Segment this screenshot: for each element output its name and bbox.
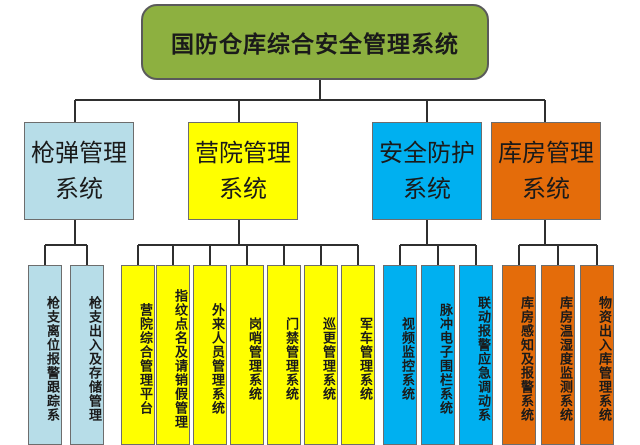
leaf-node: 库房感知及报警系统 bbox=[502, 265, 536, 445]
leaf-label: 军车管理系统 bbox=[357, 317, 372, 401]
leaf-node: 联动报警应急调动系 bbox=[459, 265, 493, 445]
group-node-warehouse: 库房管理系统 bbox=[491, 122, 601, 220]
leaf-label: 门禁管理系统 bbox=[283, 317, 298, 401]
group-label: 营院管理系统 bbox=[195, 139, 291, 203]
leaf-label: 枪支出入及存储管理 bbox=[86, 296, 101, 422]
leaf-label: 库房温湿度监测系统 bbox=[557, 296, 572, 422]
leaf-node: 营院综合管理平台 bbox=[121, 265, 155, 445]
leaf-node: 岗哨管理系统 bbox=[230, 265, 264, 445]
leaf-node: 库房温湿度监测系统 bbox=[541, 265, 575, 445]
leaf-label: 巡更管理系统 bbox=[320, 317, 335, 401]
leaf-label: 外来人员管理系统 bbox=[209, 303, 224, 415]
group-label: 枪弹管理系统 bbox=[31, 139, 127, 203]
leaf-node: 军车管理系统 bbox=[341, 265, 375, 445]
org-chart: 国防仓库综合安全管理系统 枪弹管理系统 枪支离位报警跟踪系 枪支出入及存储管理 … bbox=[24, 4, 614, 445]
leaf-node: 外来人员管理系统 bbox=[193, 265, 227, 445]
leaf-node: 物资出入库管理系统 bbox=[580, 265, 614, 445]
leaf-node: 枪支出入及存储管理 bbox=[70, 265, 104, 445]
leaf-label: 库房感知及报警系统 bbox=[518, 296, 533, 422]
leaf-label: 营院综合管理平台 bbox=[137, 303, 152, 415]
leaf-label: 脉冲电子围栏系统 bbox=[437, 303, 452, 415]
connector-lines bbox=[44, 80, 598, 265]
group-node-barracks: 营院管理系统 bbox=[188, 122, 298, 220]
leaf-label: 枪支离位报警跟踪系 bbox=[44, 296, 59, 422]
leaf-label: 物资出入库管理系统 bbox=[596, 296, 611, 422]
group-node-firearms: 枪弹管理系统 bbox=[24, 122, 134, 220]
leaf-node: 门禁管理系统 bbox=[267, 265, 301, 445]
leaf-label: 联动报警应急调动系 bbox=[475, 296, 490, 422]
group-node-security: 安全防护系统 bbox=[372, 122, 482, 220]
group-label: 安全防护系统 bbox=[379, 139, 475, 203]
leaf-node: 脉冲电子围栏系统 bbox=[421, 265, 455, 445]
leaf-label: 指纹点名及请销假管理 bbox=[172, 289, 187, 429]
root-node: 国防仓库综合安全管理系统 bbox=[141, 4, 489, 80]
group-label: 库房管理系统 bbox=[498, 139, 594, 203]
root-label: 国防仓库综合安全管理系统 bbox=[171, 32, 459, 58]
leaf-node: 枪支离位报警跟踪系 bbox=[28, 265, 62, 445]
leaf-label: 视频监控系统 bbox=[399, 317, 414, 401]
leaf-node: 视频监控系统 bbox=[383, 265, 417, 445]
leaf-node: 指纹点名及请销假管理 bbox=[156, 265, 190, 445]
leaf-label: 岗哨管理系统 bbox=[246, 317, 261, 401]
leaf-node: 巡更管理系统 bbox=[304, 265, 338, 445]
